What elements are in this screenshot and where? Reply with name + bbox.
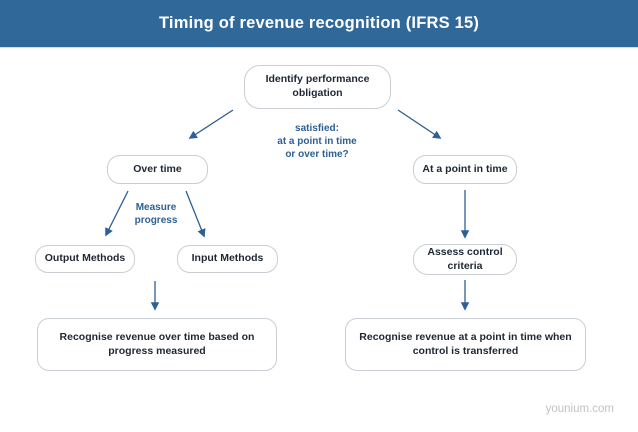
node-assess-control-criteria: Assess control criteria — [413, 244, 517, 275]
node-input-methods: Input Methods — [177, 245, 278, 273]
node-label: Over time — [133, 162, 182, 175]
header-bar: Timing of revenue recognition (IFRS 15) — [0, 0, 638, 48]
node-label: Assess control criteria — [427, 245, 503, 272]
annotation-line: at a point in time — [277, 136, 357, 147]
annotation-line: progress — [134, 215, 178, 226]
annotation-line: Measure — [135, 202, 177, 213]
annotation-satisfied-question: satisfied: at a point in time or over ti… — [242, 122, 392, 161]
node-at-a-point-in-time: At a point in time — [413, 155, 517, 184]
node-label: Recognise revenue over time based on pro… — [59, 330, 255, 357]
node-recognise-revenue-at-point: Recognise revenue at a point in time whe… — [345, 318, 586, 371]
node-over-time: Over time — [107, 155, 208, 184]
node-recognise-revenue-over-time: Recognise revenue over time based on pro… — [37, 318, 277, 371]
node-output-methods: Output Methods — [35, 245, 135, 273]
annotation-line: or over time? — [285, 149, 349, 160]
node-label: Identify performance obligation — [265, 73, 370, 99]
arrow-identify-to-overtime — [188, 109, 234, 139]
node-label: At a point in time — [422, 162, 508, 175]
arrow-identify-to-atpoint — [397, 109, 442, 139]
annotation-line: satisfied: — [295, 123, 339, 134]
node-label: Input Methods — [191, 252, 264, 265]
node-label: Recognise revenue at a point in time whe… — [359, 330, 572, 357]
annotation-measure-progress: Measure progress — [116, 201, 196, 227]
node-label: Output Methods — [44, 252, 126, 265]
page-title: Timing of revenue recognition (IFRS 15) — [158, 14, 480, 32]
watermark-younium: younium.com — [545, 403, 614, 415]
node-identify-performance-obligation: Identify performance obligation — [244, 65, 391, 109]
